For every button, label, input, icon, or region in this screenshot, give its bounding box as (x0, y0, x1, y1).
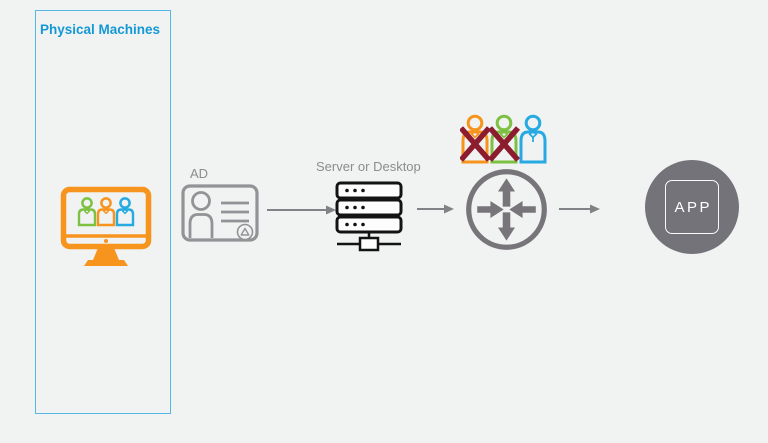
app-icon: APP (645, 160, 739, 254)
monitor-user-green-icon (77, 197, 97, 227)
arrow-server-to-router-icon (417, 204, 454, 214)
physical-machines-box (35, 10, 171, 414)
blocked-user-orange-icon (460, 114, 492, 164)
block-x-icon (487, 126, 521, 162)
arrow-ad-to-server-icon (267, 205, 336, 215)
blocked-user-green-icon (487, 114, 521, 164)
arrow-inward-left-icon (509, 201, 536, 218)
arrow-inward-right-icon (477, 201, 504, 218)
app-label: APP (674, 198, 712, 216)
monitor-user-blue-icon (115, 197, 135, 227)
ad-label: AD (190, 166, 209, 181)
block-x-icon (460, 126, 492, 162)
arrow-router-to-app-icon (559, 204, 600, 214)
monitor-icon (60, 186, 152, 266)
router-users-icon (460, 114, 547, 164)
monitor-user-orange-icon (96, 197, 116, 227)
arrow-up-icon (498, 178, 515, 207)
allowed-user-blue-icon (519, 114, 547, 164)
server-icon (335, 181, 403, 252)
warning-badge-icon (236, 223, 254, 241)
server-label: Server or Desktop (316, 159, 421, 174)
network-node-icon (358, 236, 380, 252)
ad-id-card-icon (181, 184, 259, 242)
arrow-down-icon (498, 212, 515, 241)
app-square-outline: APP (665, 180, 719, 234)
router-icon (466, 169, 547, 250)
physical-machines-label: Physical Machines (40, 22, 161, 37)
